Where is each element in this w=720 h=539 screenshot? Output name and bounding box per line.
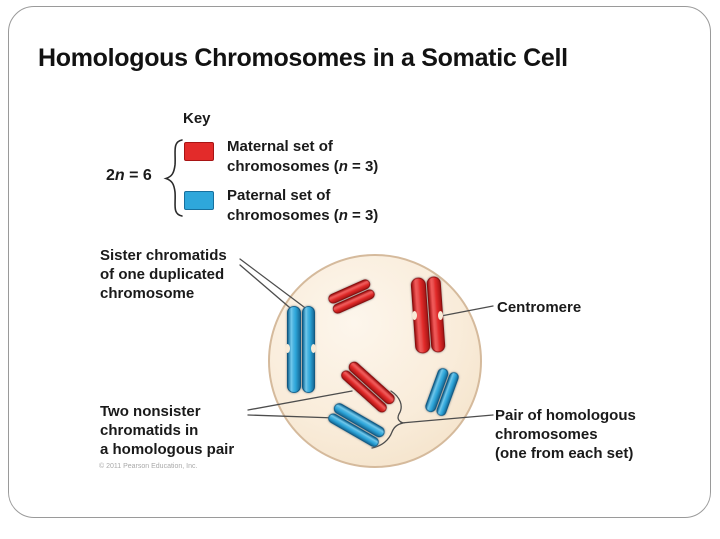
centromere-pinch [438,311,443,320]
label-nonsister-chromatids: Two nonsister chromatids in a homologous… [100,403,235,458]
maternal-line2: chromosomes (n = 3) [227,158,379,175]
centromere-pinch [285,344,290,353]
paternal-line2: chromosomes (n = 3) [227,207,379,224]
centromere-pinch [311,344,316,353]
key-heading: Key [183,110,211,127]
ploidy-label: 2n = 6 [106,167,152,185]
copyright-text: © 2011 Pearson Education, Inc. [99,463,198,470]
ploidy-prefix: 2 [106,167,115,184]
page-title: Homologous Chromosomes in a Somatic Cell [38,44,568,72]
centromere-pinch [412,311,417,320]
label-homologous-pair: Pair of homologous chromosomes (one from… [495,407,636,462]
maternal-color-swatch [184,142,214,161]
maternal-key-label: Maternal set of chromosomes (n = 3) [227,137,378,177]
label-centromere: Centromere [497,299,582,316]
ploidy-suffix: = 6 [124,167,152,184]
paternal-color-swatch [184,191,214,210]
paternal-line1: Paternal set of [227,187,331,204]
label-sister-chromatids: Sister chromatids of one duplicated chro… [100,247,227,302]
maternal-line1: Maternal set of [227,138,333,155]
key-brace [163,139,183,217]
ploidy-n: n [114,167,125,184]
paternal-key-label: Paternal set of chromosomes (n = 3) [227,186,378,226]
